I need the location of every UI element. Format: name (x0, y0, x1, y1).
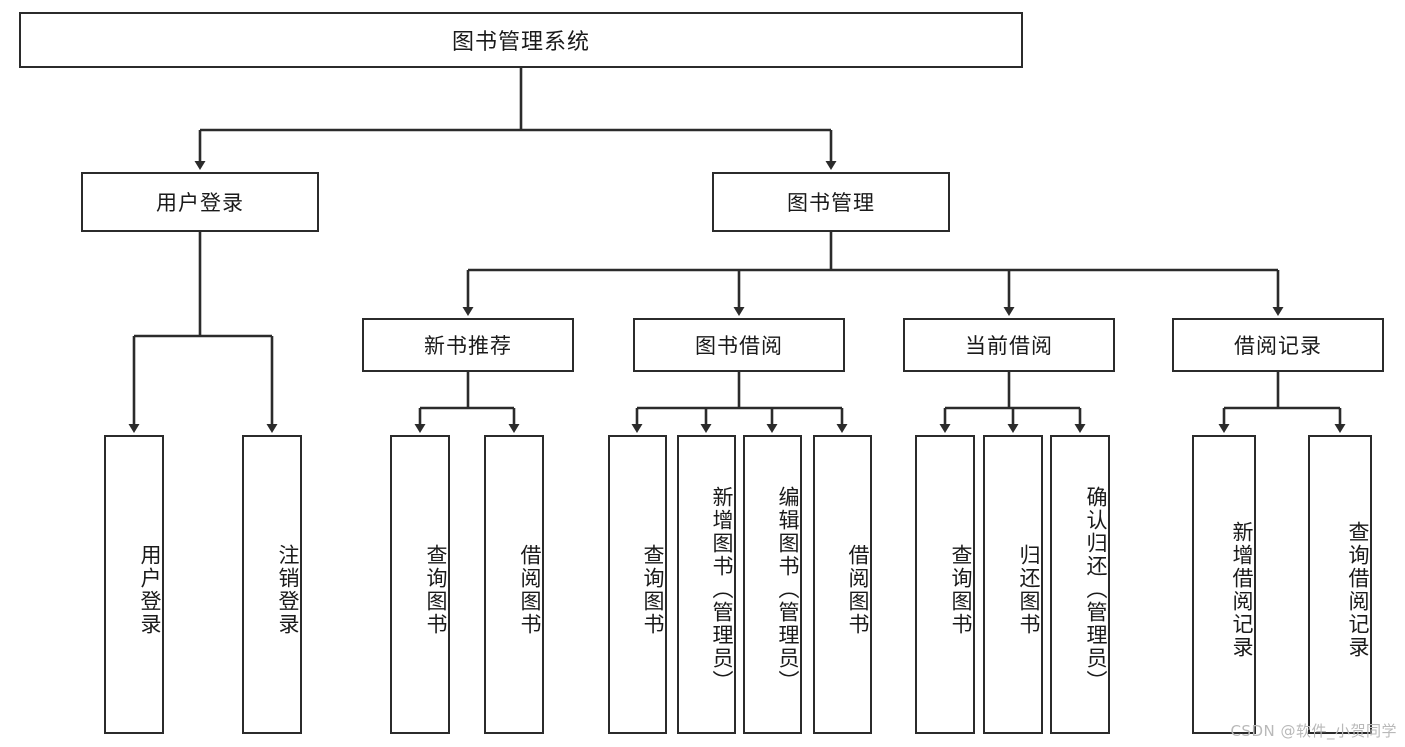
leaf-node[interactable]: 归还图书 (983, 435, 1043, 734)
leaf-node[interactable]: 查询图书 (915, 435, 975, 734)
leaf-node[interactable]: 新增借阅记录 (1192, 435, 1256, 734)
node-book-borrow[interactable]: 图书借阅 (633, 318, 845, 372)
node-user-login[interactable]: 用户登录 (81, 172, 319, 232)
leaf-node[interactable]: 新增图书（管理员） (677, 435, 736, 734)
leaf-node[interactable]: 查询借阅记录 (1308, 435, 1372, 734)
leaf-node[interactable]: 注销登录 (242, 435, 302, 734)
leaf-node[interactable]: 借阅图书 (484, 435, 544, 734)
leaf-node[interactable]: 用户登录 (104, 435, 164, 734)
node-book-management[interactable]: 图书管理 (712, 172, 950, 232)
leaf-node[interactable]: 查询图书 (608, 435, 667, 734)
node-borrow-record[interactable]: 借阅记录 (1172, 318, 1384, 372)
leaf-node[interactable]: 确认归还（管理员） (1050, 435, 1110, 734)
watermark-label: CSDN @软件_小贺同学 (1230, 722, 1397, 740)
leaf-node[interactable]: 查询图书 (390, 435, 450, 734)
node-root-system[interactable]: 图书管理系统 (19, 12, 1023, 68)
node-new-book-recommend[interactable]: 新书推荐 (362, 318, 574, 372)
node-current-borrow[interactable]: 当前借阅 (903, 318, 1115, 372)
leaf-node[interactable]: 编辑图书（管理员） (743, 435, 802, 734)
leaf-node[interactable]: 借阅图书 (813, 435, 872, 734)
